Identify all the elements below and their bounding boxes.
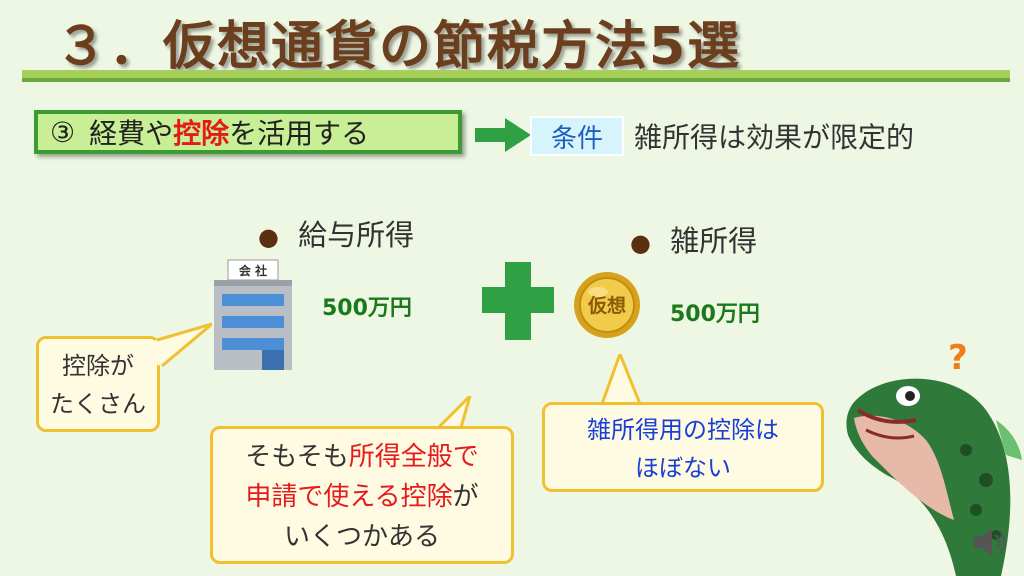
title-underline xyxy=(22,70,1010,78)
point-number: ③ xyxy=(50,115,76,149)
callout-line: 控除が xyxy=(62,352,134,380)
misc-amount: 500万円 xyxy=(670,302,760,327)
callout-line-2: 申請で使える控除が xyxy=(213,477,511,517)
callout-many-deductions: 控除が たくさん xyxy=(36,336,160,432)
callout-general-deductions: そもそも所得全般で 申請で使える控除が いくつかある xyxy=(210,426,514,564)
salary-income-label: 給与所得 xyxy=(298,218,415,252)
condition-label: 条件 xyxy=(530,116,624,156)
bullet: ● xyxy=(258,223,279,251)
salary-income-heading: ● 給与所得 xyxy=(258,212,414,254)
coin-icon: 仮想 xyxy=(574,272,640,338)
callout-line-3: いくつかある xyxy=(283,522,440,552)
coin-text: 仮想 xyxy=(587,294,626,317)
callout-line: ほぼない xyxy=(635,454,731,482)
callout-highlight: 申請で使える控除 xyxy=(245,482,453,512)
callout-tail xyxy=(600,354,642,406)
misc-income-label: 雑所得 xyxy=(670,224,758,258)
bullet: ● xyxy=(630,229,651,257)
misc-income-heading: ● 雑所得 xyxy=(630,218,757,260)
building-sign: 会 社 xyxy=(239,263,267,278)
page-title: ３．仮想通貨の節税方法5選 xyxy=(55,17,742,77)
callout-text: が xyxy=(452,482,479,512)
callout-few-deductions: 雑所得用の控除は ほぼない xyxy=(542,402,824,492)
callout-line-1: そもそも所得全般で xyxy=(213,437,511,477)
title-underline-dark xyxy=(22,78,1010,82)
point-text-pre: 経費や xyxy=(89,117,174,150)
fish-icon xyxy=(846,378,1022,576)
speaker-icon[interactable] xyxy=(970,522,1010,562)
plus-icon-bar xyxy=(482,287,554,313)
callout-highlight: 所得全般で xyxy=(348,442,479,472)
question-mark: ? xyxy=(948,338,968,378)
salary-amount: 500万円 xyxy=(322,296,412,321)
callout-line: 雑所得用の控除は xyxy=(587,416,779,444)
condition-text: 雑所得は効果が限定的 xyxy=(634,121,915,154)
callout-tail xyxy=(150,322,212,368)
point-highlight: 控除 xyxy=(173,117,230,150)
arrow-right-icon xyxy=(475,118,531,152)
point-text-post: を活用する xyxy=(229,117,370,150)
building-icon: 会 社 xyxy=(214,259,292,370)
callout-line: たくさん xyxy=(50,390,146,418)
callout-text: そもそも xyxy=(245,442,349,472)
point-box: ③ 経費や 控除 を活用する xyxy=(34,110,462,154)
